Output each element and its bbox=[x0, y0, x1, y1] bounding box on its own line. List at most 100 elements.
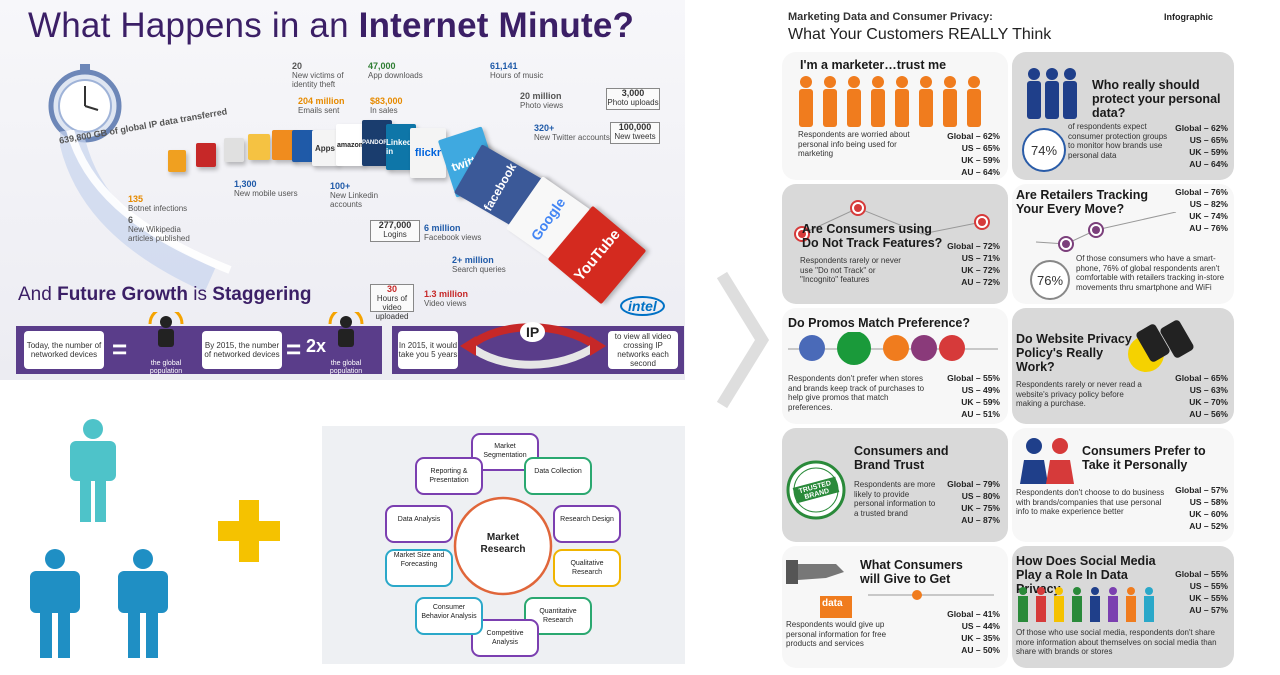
card-title: What Consumers will Give to Get bbox=[860, 558, 963, 586]
pct-circle: 74% bbox=[1022, 128, 1066, 172]
wheel-ring bbox=[385, 433, 621, 657]
data-tag: data bbox=[822, 598, 843, 609]
header-title: What Your Customers REALLY Think bbox=[788, 26, 1052, 43]
segment-data-collection: Data Collection bbox=[534, 468, 582, 475]
today-text: Today, the number of networked devices bbox=[24, 331, 104, 369]
people-orange-icon bbox=[799, 76, 981, 127]
market-research-diagram: Market Segmentation Data Collection Rese… bbox=[322, 426, 685, 664]
multiplier: 2x bbox=[306, 336, 327, 356]
segment-market-segmentation: Market Segmentation bbox=[483, 443, 527, 459]
card-desc: Respondents rarely or never use "Do not … bbox=[800, 256, 901, 284]
equals-sign-2: = bbox=[286, 334, 302, 364]
binoculars-icon bbox=[1128, 320, 1194, 372]
cube-apps: Apps bbox=[312, 130, 338, 166]
card-stats: Global – 57%US – 58%UK – 60%AU – 52% bbox=[1175, 485, 1228, 531]
pct-circle: 76% bbox=[1030, 260, 1070, 300]
intel-logo: intel bbox=[620, 296, 665, 316]
card-stats: Global – 41%US – 44%UK – 35%AU – 50% bbox=[947, 609, 1000, 655]
person-icon-blue-2 bbox=[118, 549, 168, 658]
cube-amazon: amazon bbox=[336, 124, 364, 166]
segment-market-size: Market Size and Forecasting bbox=[393, 552, 445, 568]
card-stats: Global – 55%US – 49%UK – 59%AU – 51% bbox=[947, 373, 1000, 419]
card-stats: Global – 62%US – 65%UK – 59%AU – 64% bbox=[1175, 123, 1228, 169]
segment-research-design: Research Design bbox=[560, 516, 614, 523]
card-protect-data: Who really should protect your personal … bbox=[1012, 52, 1234, 180]
privacy-infographic: Marketing Data and Consumer Privacy: Wha… bbox=[778, 0, 1280, 675]
view-all-text: to view all video crossing IP networks e… bbox=[608, 331, 678, 369]
card-title: Who really should protect your personal … bbox=[1092, 78, 1221, 120]
card-title: Consumers Prefer to Take it Personally bbox=[1082, 444, 1206, 472]
cube-small-white bbox=[224, 138, 244, 162]
equals-sign: = bbox=[112, 334, 128, 364]
hand-data-icon bbox=[786, 560, 852, 618]
infographic-title: What Happens in an Internet Minute? bbox=[28, 6, 635, 45]
sparkle-trail bbox=[60, 130, 232, 290]
stat-twitter-accounts: 320+New Twitter accounts bbox=[534, 123, 610, 143]
card-stats: Global – 62%US – 65%UK – 59%AU – 64% bbox=[947, 131, 1000, 177]
card-stats: Global – 72%US – 71%UK – 72%AU – 72% bbox=[947, 241, 1000, 287]
card-stats: Global – 79%US – 80%UK – 75%AU – 87% bbox=[947, 479, 1000, 525]
stopwatch-icon bbox=[48, 64, 122, 143]
segment-competitive-analysis: Competitive Analysis bbox=[486, 630, 524, 646]
card-marketer-trust: I'm a marketer…trust me Respondents are … bbox=[782, 52, 1008, 180]
person-icon bbox=[148, 312, 184, 347]
card-title: Do Website Privacy Policy's Really Work? bbox=[1016, 332, 1132, 374]
header-subtitle: Marketing Data and Consumer Privacy: bbox=[788, 11, 993, 23]
card-desc: Of those consumers who have a smart-phon… bbox=[1076, 254, 1225, 292]
person-icon-2 bbox=[328, 312, 364, 347]
segment-quantitative-research: Quantitative Research bbox=[539, 608, 577, 624]
cube-flickr: flickr bbox=[410, 128, 446, 178]
card-desc: Respondents rarely or never read a websi… bbox=[1016, 380, 1142, 408]
card-stats: Global – 65%US – 63%UK – 70%AU – 56% bbox=[1175, 373, 1228, 419]
cube-small-yellow bbox=[248, 134, 270, 160]
segment-qualitative-research: Qualitative Research bbox=[570, 560, 604, 576]
card-privacy-policy: Do Website Privacy Policy's Really Work?… bbox=[1012, 308, 1234, 424]
card-title: Are Consumers using Do Not Track Feature… bbox=[802, 222, 943, 250]
segment-reporting: Reporting & Presentation bbox=[429, 468, 469, 484]
card-stats: Global – 55%US – 55%UK – 55%AU – 57% bbox=[1175, 569, 1228, 615]
card-title: How Does Social Media Play a Role In Dat… bbox=[1016, 554, 1156, 596]
social-people-icon bbox=[1018, 587, 1154, 622]
infographic-badge: Infographic bbox=[1164, 12, 1213, 22]
card-desc: Respondents would give up personal infor… bbox=[786, 620, 887, 648]
card-brand-trust: TRUSTED BRAND Consumers and Brand Trust … bbox=[782, 428, 1008, 542]
segment-consumer-behavior: Consumer Behavior Analysis bbox=[421, 604, 477, 620]
card-title: Do Promos Match Preference? bbox=[788, 316, 970, 330]
stat-linkedin: 100+New Linkedin accounts bbox=[330, 181, 379, 210]
segment-data-analysis: Data Analysis bbox=[397, 516, 441, 523]
cube-small-red bbox=[196, 143, 216, 167]
card-promos: Do Promos Match Preference? Respondents … bbox=[782, 308, 1008, 424]
divider bbox=[868, 594, 994, 596]
internet-minute-infographic: What Happens in an Internet Minute? 639,… bbox=[0, 0, 685, 380]
card-desc: of respondents expect consumer protectio… bbox=[1068, 122, 1168, 160]
cube-small-orange bbox=[168, 150, 186, 172]
card-social-media: How Does Social Media Play a Role In Dat… bbox=[1012, 546, 1234, 668]
card-retailers-tracking: Are Retailers Tracking Your Every Move? … bbox=[1012, 184, 1234, 304]
global-population-label: the global population bbox=[149, 360, 183, 375]
card-give-to-get: data What Consumers will Give to Get Res… bbox=[782, 546, 1008, 668]
card-desc: Respondents don't choose to do business … bbox=[1016, 488, 1165, 516]
card-title: Are Retailers Tracking Your Every Move? bbox=[1016, 188, 1149, 216]
wheel-center-label: Market Research bbox=[480, 532, 526, 555]
card-stats: Global – 76%US – 82%UK – 74%AU – 76% bbox=[1175, 187, 1228, 233]
card-desc: Respondents are worried about personal i… bbox=[798, 130, 910, 158]
person-icon-blue-1 bbox=[30, 549, 80, 658]
card-desc: Respondents are more likely to provide p… bbox=[854, 480, 936, 518]
card-take-it-personally: Consumers Prefer to Take it Personally R… bbox=[1012, 428, 1234, 542]
people-navy-icon bbox=[1027, 68, 1077, 119]
card-title: I'm a marketer…trust me bbox=[800, 58, 947, 72]
trusted-brand-stamp-icon bbox=[786, 460, 846, 520]
